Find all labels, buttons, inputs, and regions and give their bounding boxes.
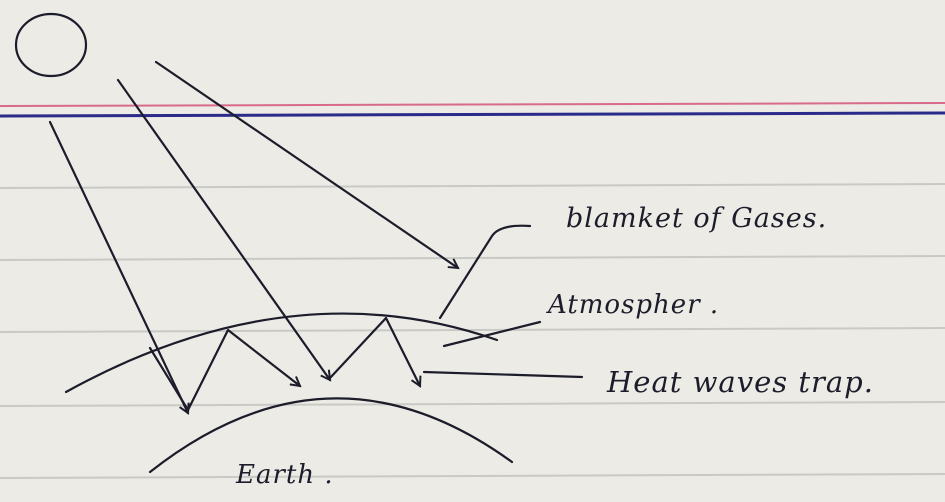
earth-arc <box>148 397 514 474</box>
label-blanket-of-gases: blamket of Gases. <box>566 203 828 234</box>
leader-atmosphere <box>442 320 542 348</box>
sun-ray-1 <box>48 120 188 413</box>
heat-zigzag-1 <box>148 328 300 412</box>
header-blue-line <box>0 111 945 118</box>
label-earth: Earth . <box>236 460 334 490</box>
sun-ray-3 <box>154 60 458 268</box>
label-atmosphere: Atmospher . <box>548 290 720 320</box>
ruled-lines <box>0 183 945 479</box>
sun-ray-2 <box>116 78 330 380</box>
leader-blanket <box>438 224 532 320</box>
sun-circle <box>14 12 88 78</box>
leader-heat <box>422 370 584 379</box>
heat-zigzag-2 <box>328 316 420 386</box>
atmosphere-arc <box>64 312 499 394</box>
label-heat-waves-trap: Heat waves trap. <box>607 365 874 399</box>
header-red-line <box>0 102 945 107</box>
